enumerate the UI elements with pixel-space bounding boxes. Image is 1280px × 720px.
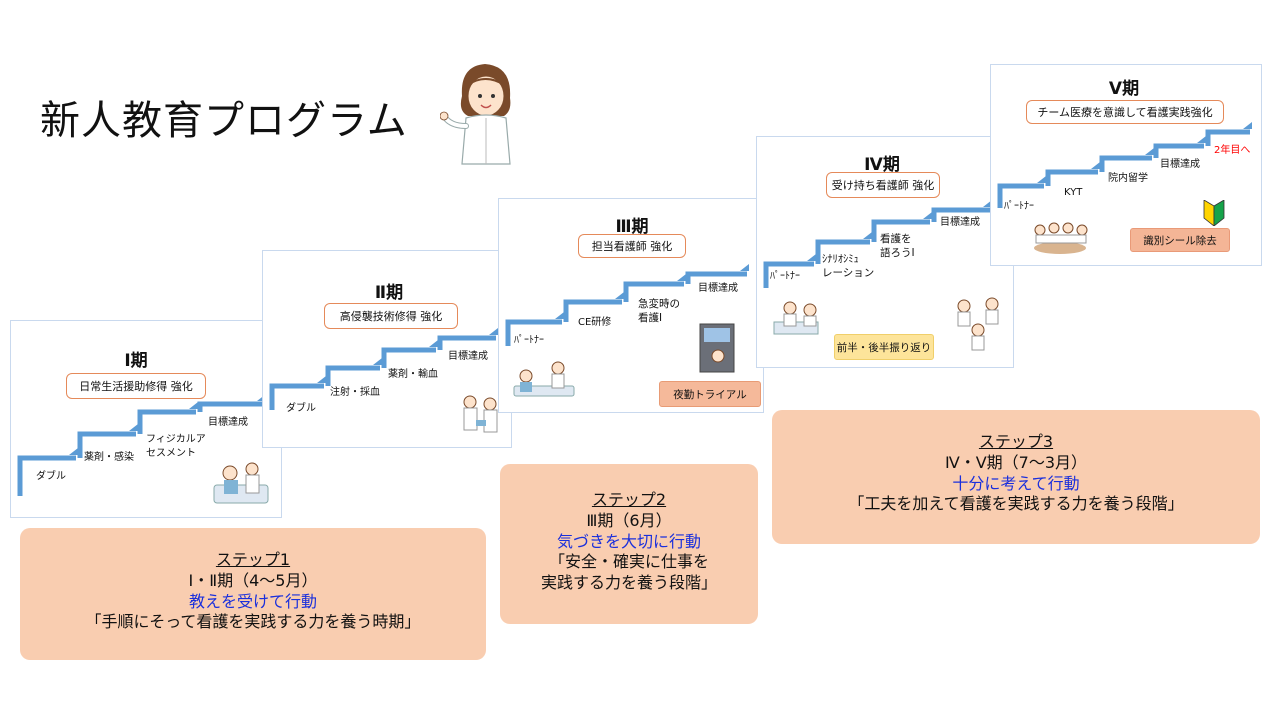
step-label: 看護を 語ろうⅠ bbox=[880, 233, 915, 260]
stair-step bbox=[815, 239, 870, 264]
night-shift-trial-tag: 夜勤トライアル bbox=[659, 381, 761, 407]
step-label: ﾊﾟｰﾄﾅｰ bbox=[514, 335, 544, 346]
page-title: 新人教育プログラム bbox=[40, 98, 408, 144]
stair-step bbox=[17, 455, 76, 496]
staircase bbox=[763, 200, 992, 288]
discussion-illustration-icon bbox=[957, 297, 999, 351]
stair-step bbox=[623, 281, 684, 302]
monitor-illustration-icon bbox=[699, 323, 735, 373]
step-label: 急変時の 看護Ⅰ bbox=[638, 298, 680, 325]
step-period: Ⅰ・Ⅱ期（4～5月） bbox=[188, 570, 318, 590]
stair-step bbox=[197, 401, 264, 412]
step-description: 「手順にそって看護を実践する力を養う時期」 bbox=[85, 612, 421, 632]
staircase bbox=[269, 328, 498, 410]
stair-step bbox=[763, 261, 814, 288]
phase-title: Ⅰ期 bbox=[124, 351, 148, 371]
stair-step bbox=[871, 219, 930, 242]
step-label: CE研修 bbox=[578, 317, 612, 328]
step-action: 気づきを大切に行動 bbox=[556, 531, 701, 551]
step-label: 目標達成 bbox=[940, 217, 980, 228]
step-label: 目標達成 bbox=[448, 351, 488, 362]
step-label: ダブル bbox=[36, 471, 66, 482]
staircase bbox=[505, 264, 749, 346]
phase-title: Ⅴ期 bbox=[1108, 79, 1140, 99]
stair-step bbox=[325, 365, 380, 386]
stair-step bbox=[1205, 129, 1250, 146]
step-label: 目標達成 bbox=[1160, 159, 1200, 170]
step-label: 目標達成 bbox=[208, 417, 248, 428]
stair-step bbox=[269, 383, 324, 410]
stair-step bbox=[931, 207, 990, 222]
step-label-highlight: 2年目へ bbox=[1214, 145, 1251, 156]
stair-step bbox=[1153, 143, 1204, 158]
step-description: 「安全・確実に仕事を 実践する力を養う段階」 bbox=[540, 552, 717, 593]
team-meeting-illustration-icon bbox=[1034, 222, 1088, 254]
step-label: 薬剤・感染 bbox=[84, 452, 134, 463]
step-box-1: ステップ1 Ⅰ・Ⅱ期（4～5月） 教えを受けて行動 「手順にそって看護を実践する… bbox=[20, 528, 486, 660]
step-name: ステップ2 bbox=[591, 490, 667, 509]
step-name: ステップ1 bbox=[215, 550, 291, 569]
phase-goal: チーム医療を意識して看護実践強化 bbox=[1026, 100, 1224, 124]
step-label: ﾊﾟｰﾄﾅｰ bbox=[1004, 201, 1034, 212]
step-label: 院内留学 bbox=[1108, 173, 1148, 184]
stair-step bbox=[137, 409, 196, 434]
phase-goal: 日常生活援助修得 強化 bbox=[66, 373, 206, 399]
stair-step bbox=[437, 335, 496, 350]
step-label: ダブル bbox=[286, 403, 316, 414]
step-period: Ⅲ期（6月） bbox=[586, 510, 672, 530]
stair-step bbox=[997, 183, 1044, 208]
step-label: 注射・採血 bbox=[330, 387, 380, 398]
beginner-mark-icon bbox=[1203, 200, 1225, 226]
badge-removal-tag: 識別シール除去 bbox=[1130, 228, 1230, 252]
phase-goal: 高侵襲技術修得 強化 bbox=[324, 303, 458, 329]
step-period: Ⅳ・Ⅴ期（7～3月） bbox=[944, 452, 1088, 472]
stair-step bbox=[563, 299, 622, 322]
step-action: 十分に考えて行動 bbox=[952, 473, 1080, 493]
step-label: ｼﾅﾘｵｼﾐｭ レーション bbox=[822, 253, 875, 280]
step-label: フィジカルア セスメント bbox=[146, 434, 206, 459]
step-box-2: ステップ2 Ⅲ期（6月） 気づきを大切に行動 「安全・確実に仕事を 実践する力を… bbox=[500, 464, 758, 624]
review-tag: 前半・後半振り返り bbox=[834, 334, 934, 360]
step-label: ﾊﾟｰﾄﾅｰ bbox=[770, 271, 800, 282]
stair-step bbox=[1045, 169, 1098, 186]
patient-care-illustration-icon bbox=[213, 462, 269, 504]
nurses-illustration-icon bbox=[463, 395, 498, 433]
emergency-care-illustration-icon bbox=[513, 361, 575, 397]
step-name: ステップ3 bbox=[978, 432, 1054, 451]
staircase bbox=[997, 122, 1252, 208]
stair-step bbox=[685, 271, 747, 284]
nurse-mascot-icon bbox=[440, 64, 511, 165]
stair-step bbox=[77, 431, 136, 458]
stair-step bbox=[1099, 155, 1152, 172]
stair-step bbox=[381, 347, 436, 368]
phase-title: Ⅲ期 bbox=[615, 217, 649, 237]
phase-goal: 担当看護師 強化 bbox=[578, 234, 686, 258]
step-label: 薬剤・輸血 bbox=[388, 369, 438, 380]
step-label: 目標達成 bbox=[698, 283, 738, 294]
step-description: 「工夫を加えて看護を実践する力を養う段階」 bbox=[848, 494, 1184, 514]
phase-title: Ⅱ期 bbox=[374, 283, 404, 303]
phase-goal: 受け持ち看護師 強化 bbox=[826, 172, 940, 198]
step-box-3: ステップ3 Ⅳ・Ⅴ期（7～3月） 十分に考えて行動 「工夫を加えて看護を実践する… bbox=[772, 410, 1260, 544]
stair-step bbox=[505, 319, 562, 346]
phase-title: Ⅳ期 bbox=[864, 155, 900, 175]
step-action: 教えを受けて行動 bbox=[188, 591, 317, 611]
simulation-illustration-icon bbox=[773, 301, 819, 335]
step-label: KYT bbox=[1064, 187, 1083, 198]
